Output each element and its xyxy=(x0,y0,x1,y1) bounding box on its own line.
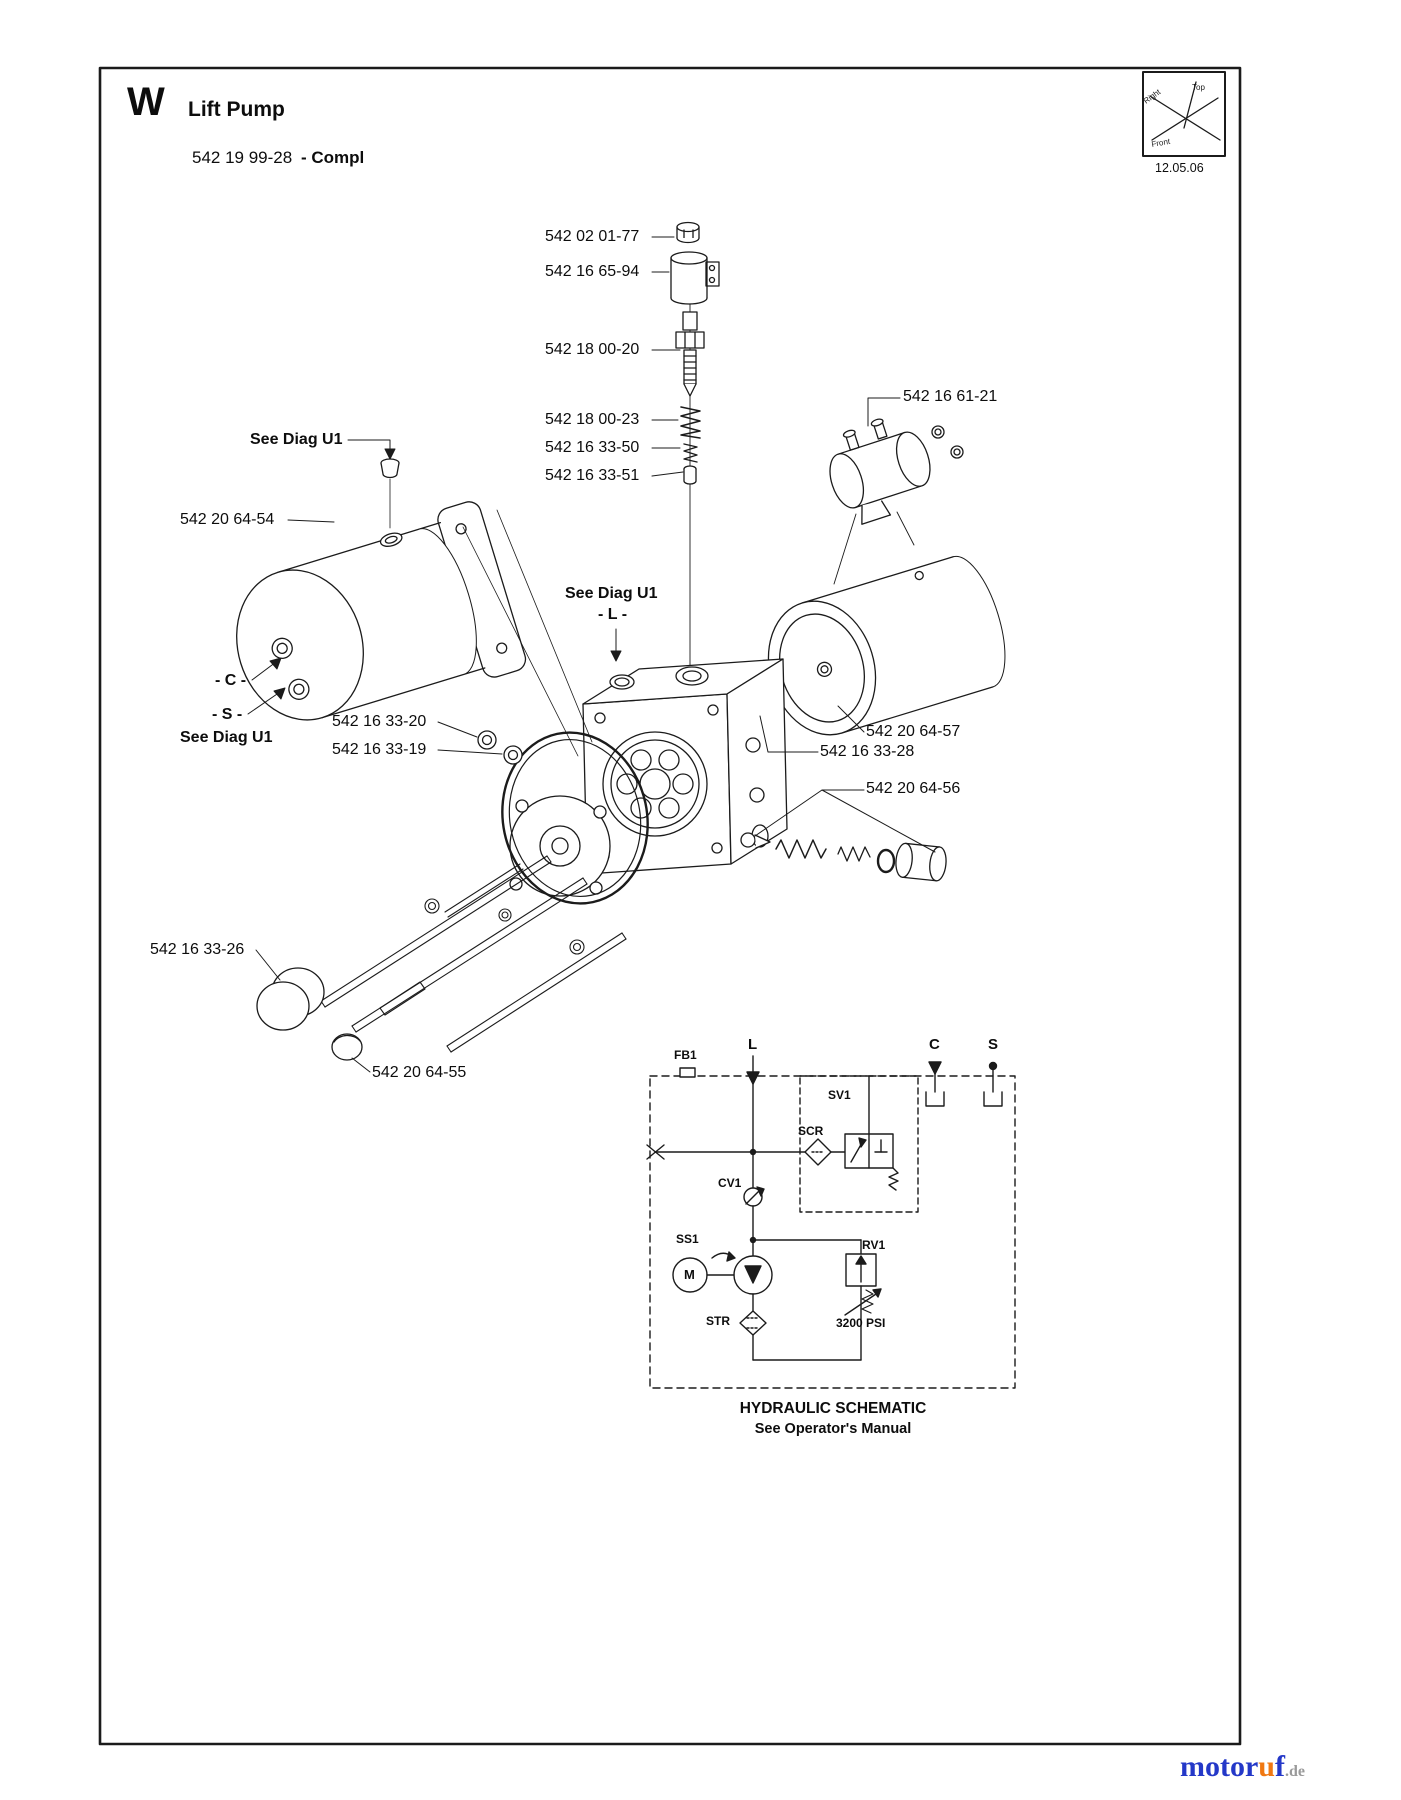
revision-date: 12.05.06 xyxy=(1155,161,1204,175)
section-letter: W xyxy=(127,80,165,124)
leader-lines xyxy=(247,236,936,1073)
schematic-label-sv1: SV1 xyxy=(828,1088,851,1102)
schematic-label-fb1: FB1 xyxy=(674,1048,697,1062)
schematic-label-l: L xyxy=(748,1036,758,1053)
construction-lines xyxy=(462,509,593,757)
schematic-title: HYDRAULIC SCHEMATIC xyxy=(739,1400,927,1417)
valve-cartridge-stack xyxy=(670,221,720,667)
check-valve-cv1-symbol xyxy=(743,1151,765,1257)
port-s-symbol xyxy=(983,1061,1003,1107)
port-c-symbol xyxy=(925,1061,945,1107)
pump-symbol xyxy=(733,1255,773,1295)
callout-tank-right: 542 20 64-57 xyxy=(866,723,961,740)
callout-solenoid: 542 16 61-21 xyxy=(903,388,998,405)
callout-port-c: - C - xyxy=(215,672,247,689)
assembly-suffix: - Compl xyxy=(300,148,365,167)
schematic-subtitle: See Operator's Manual xyxy=(754,1421,912,1437)
callout-stem: 542 18 00-20 xyxy=(545,341,640,358)
end-cap-large-part xyxy=(256,967,325,1031)
schematic-label-c: C xyxy=(929,1036,940,1053)
callout-tank-left: 542 20 64-54 xyxy=(180,511,275,528)
callout-spring-small: 542 16 33-50 xyxy=(545,439,640,456)
callout-poppet: 542 16 33-51 xyxy=(545,467,640,484)
callout-port-l: - L - xyxy=(598,606,628,623)
plug-part xyxy=(380,458,400,529)
right-tank-part xyxy=(749,555,1006,736)
fitting-19-part xyxy=(503,745,523,765)
schematic-label-rv1: RV1 xyxy=(862,1238,886,1252)
page-border xyxy=(98,66,1242,1746)
callout-cap-small: 542 20 64-55 xyxy=(372,1064,467,1081)
callout-valve-kit: 542 20 64-56 xyxy=(866,780,961,797)
pump-assembly-part xyxy=(509,795,611,897)
schematic-label-cv1: CV1 xyxy=(718,1176,742,1190)
motor-symbol xyxy=(672,1251,736,1293)
assembly-number: 542 19 99-28 xyxy=(192,148,293,167)
callout-see-diag-u1-top: See Diag U1 xyxy=(250,431,343,448)
relief-valve-rv1-symbol xyxy=(752,1239,882,1361)
callout-port-s: - S - xyxy=(212,706,243,723)
watermark-part-blue2: f xyxy=(1274,1750,1285,1783)
schematic-label-m: M xyxy=(684,1267,695,1282)
schematic-label-ss1: SS1 xyxy=(676,1232,699,1246)
strainer-str-symbol xyxy=(739,1293,767,1361)
callout-cap-large: 542 16 33-26 xyxy=(150,941,245,958)
callout-coil: 542 16 65-94 xyxy=(545,263,640,280)
valve-block-part xyxy=(582,658,788,875)
watermark-logo: motoruf.de xyxy=(1180,1750,1305,1784)
callout-nut: 542 02 01-77 xyxy=(545,228,640,245)
callout-spring-large: 542 18 00-23 xyxy=(545,411,640,428)
compass-top-label: Top xyxy=(1192,83,1205,92)
fb1-symbol xyxy=(679,1067,696,1078)
schematic-label-scr: SCR xyxy=(798,1124,824,1138)
callout-plug-28: 542 16 33-28 xyxy=(820,743,915,760)
orientation-compass-icon: Top Right Front xyxy=(1142,71,1226,157)
compass-front-label: Front xyxy=(1151,137,1172,149)
schematic-label-str: STR xyxy=(706,1314,730,1328)
assembly-number-line: 542 19 99-28 - Compl xyxy=(192,148,364,168)
hydraulic-schematic-drawing xyxy=(646,1055,1016,1389)
spring-small-part xyxy=(683,443,698,463)
watermark-part-orange: u xyxy=(1258,1750,1275,1783)
watermark-suffix: .de xyxy=(1284,1763,1305,1780)
solenoid-valve-sv1-symbol xyxy=(844,1075,899,1191)
schematic-label-s: S xyxy=(988,1036,999,1053)
callout-oring-20: 542 16 33-20 xyxy=(332,713,427,730)
o-ring-large-part xyxy=(501,731,649,905)
starter-solenoid-part xyxy=(829,418,964,585)
fitting-20-part xyxy=(477,730,497,750)
callout-see-diag-u1-left: See Diag U1 xyxy=(180,729,273,746)
callout-oring-19: 542 16 33-19 xyxy=(332,741,427,758)
end-cap-small-part xyxy=(331,1033,363,1061)
valve-stem-part xyxy=(675,311,705,397)
poppet-part xyxy=(683,465,697,485)
relief-valve-kit-part xyxy=(740,832,947,882)
nut-part xyxy=(676,221,700,244)
solenoid-coil-part xyxy=(670,251,720,305)
page-title: Lift Pump xyxy=(188,98,285,121)
spring-large-part xyxy=(680,406,701,439)
left-tank-part xyxy=(236,458,527,721)
schematic-label-psi: 3200 PSI xyxy=(836,1316,886,1330)
callout-see-diag-u1-center: See Diag U1 xyxy=(565,585,658,602)
tie-rods xyxy=(320,855,627,1053)
filter-scr-symbol xyxy=(804,1138,832,1166)
watermark-part-blue1: motor xyxy=(1180,1750,1259,1783)
